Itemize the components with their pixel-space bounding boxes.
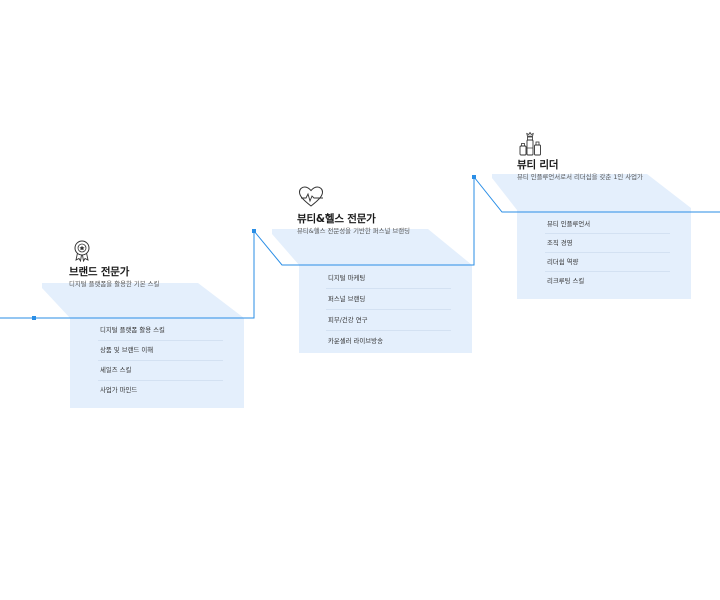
career-step-line	[0, 175, 720, 319]
stage-panel-2	[272, 229, 472, 353]
stage-panel-3	[492, 174, 691, 299]
award-ribbon-icon	[74, 240, 90, 262]
list-item: 리더쉽 역량	[545, 253, 670, 272]
list-item: 사업가 마인드	[100, 386, 138, 394]
list-item: 디지털 마케팅	[326, 268, 451, 289]
list-item: 뷰티 인플루언서	[545, 215, 670, 234]
stage-title: 뷰티&헬스 전문가	[297, 213, 376, 225]
stage-skill-list: 디지털 마케팅 퍼스널 브랜딩 피부/건강 연구 카운셀러 라이브방송	[326, 268, 451, 352]
stage-title: 뷰티 리더	[517, 159, 559, 171]
list-item: 조직 경영	[545, 234, 670, 253]
stage-subtitle: 뷰티 인플루언서로서 리더십을 갖춘 1인 사업가	[517, 173, 643, 181]
stage-title: 브랜드 전문가	[69, 266, 130, 278]
step-marker-2	[252, 229, 256, 233]
heart-pulse-icon	[298, 186, 324, 207]
list-item: 리크루팅 스킬	[547, 277, 585, 285]
step-marker-3	[472, 175, 476, 179]
stage-skill-list: 디지털 플랫폼 활용 스킬 상품 및 브랜드 이해 세일즈 스킬 사업가 마인드	[98, 321, 223, 401]
list-item: 상품 및 브랜드 이해	[98, 341, 223, 361]
cosmetics-crown-icon	[519, 131, 541, 156]
list-item: 디지털 플랫폼 활용 스킬	[98, 321, 223, 341]
step-marker-1	[32, 316, 36, 320]
list-item: 카운셀러 라이브방송	[328, 337, 383, 345]
list-item: 퍼스널 브랜딩	[326, 289, 451, 310]
list-item: 세일즈 스킬	[98, 361, 223, 381]
list-item: 피부/건강 연구	[326, 310, 451, 331]
stage-subtitle: 디지털 플랫폼을 활용한 기본 스킬	[69, 280, 160, 288]
stage-subtitle: 뷰티&헬스 전문성을 기반한 퍼스널 브랜딩	[297, 227, 411, 235]
stage-panel-1	[42, 283, 244, 408]
stage-skill-list: 뷰티 인플루언서 조직 경영 리더쉽 역량 리크루팅 스킬	[545, 215, 670, 291]
